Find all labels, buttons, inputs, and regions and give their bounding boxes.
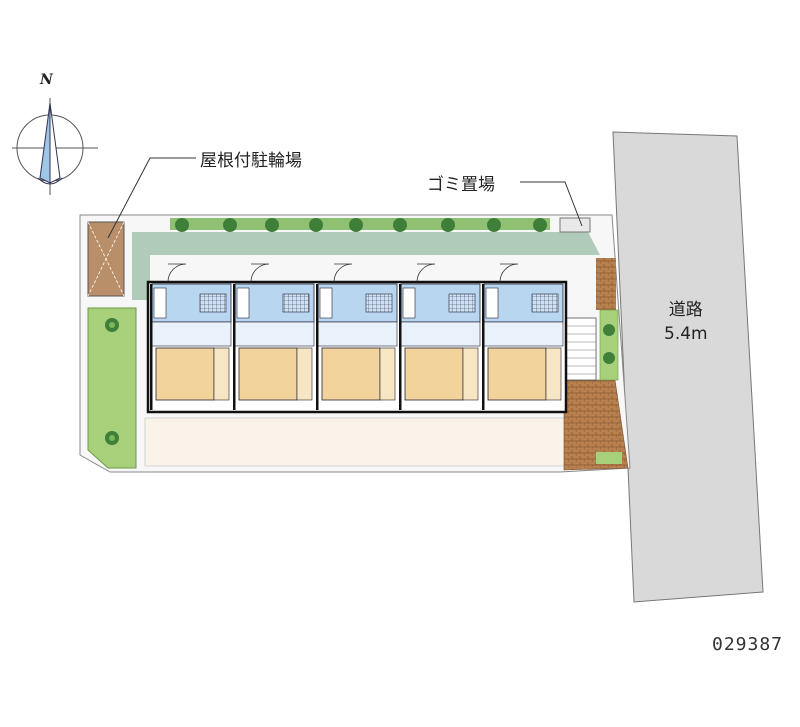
unit-wall [482, 284, 485, 410]
compass-icon [12, 98, 98, 195]
unit-bath [199, 293, 227, 313]
bicycle-parking-label: 屋根付駐輪場 [200, 151, 302, 171]
apartment-units [150, 263, 564, 410]
unit-plan [150, 263, 232, 410]
unit-bath [448, 293, 476, 313]
kitchen-counter [153, 287, 167, 319]
lawn-area [87, 307, 137, 469]
door-swing [416, 263, 436, 283]
leader-lines [107, 157, 583, 239]
unit-bath [531, 293, 559, 313]
door-swing [499, 263, 519, 283]
road-name: 道路 [668, 300, 703, 320]
kitchen-counter [236, 287, 250, 319]
bicycle-parking-area [87, 221, 125, 297]
unit-wall [399, 284, 402, 410]
kitchen-zone [151, 321, 232, 347]
garbage-area-label: ゴミ置場 [427, 175, 495, 195]
kitchen-zone [317, 321, 398, 347]
unit-wall [233, 284, 236, 410]
main-room [321, 347, 381, 401]
door-swing [250, 263, 270, 283]
main-room [487, 347, 547, 401]
main-room [155, 347, 215, 401]
road [612, 131, 764, 603]
unit-bath [282, 293, 310, 313]
closet [379, 347, 396, 401]
main-room [404, 347, 464, 401]
road-label: 道路 5.4m [664, 298, 708, 346]
kitchen-zone [400, 321, 481, 347]
entrance-paving [563, 258, 629, 471]
closet [462, 347, 479, 401]
kitchen-zone [234, 321, 315, 347]
door-swing [167, 263, 187, 283]
unit-wall [150, 284, 153, 410]
hedge-row [170, 218, 550, 232]
kitchen-counter [402, 287, 416, 319]
kitchen-counter [485, 287, 499, 319]
closet [545, 347, 562, 401]
road-width: 5.4m [664, 324, 708, 344]
unit-plan [399, 263, 481, 410]
garbage-area [559, 217, 591, 233]
kitchen-zone [483, 321, 564, 347]
closet [213, 347, 230, 401]
unit-plan [233, 263, 315, 410]
north-label: N [40, 72, 53, 88]
unit-plan [482, 263, 564, 410]
closet [296, 347, 313, 401]
door-swing [333, 263, 353, 283]
main-room [238, 347, 298, 401]
unit-wall [316, 284, 319, 410]
unit-bath [365, 293, 393, 313]
kitchen-counter [319, 287, 333, 319]
property-id: 029387 [712, 634, 784, 655]
unit-plan [316, 263, 398, 410]
